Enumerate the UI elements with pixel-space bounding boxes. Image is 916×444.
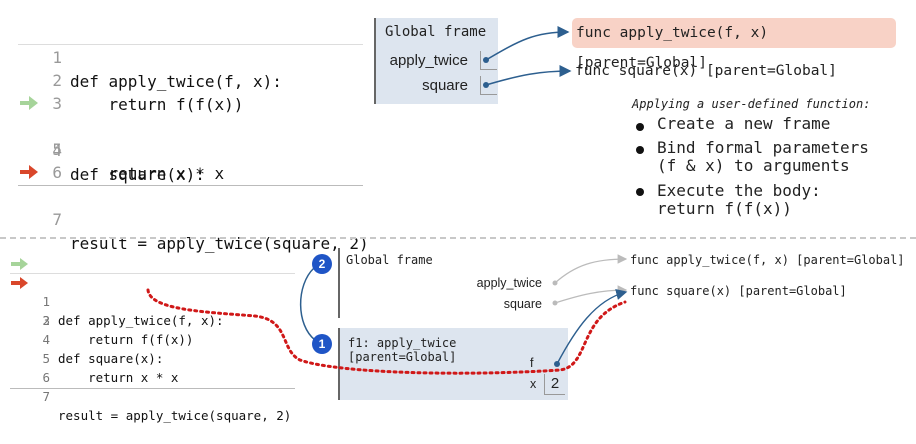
code-line: 1 def apply_twice(f, x): <box>18 22 363 91</box>
func-object-apply-twice: func apply_twice(f, x) [parent=Global] <box>572 18 896 71</box>
code-line: 4 def square(x): <box>10 311 295 366</box>
code-divider <box>10 273 295 274</box>
bullet-text: Execute the body: <box>657 181 821 200</box>
line-number: 4 <box>42 332 50 347</box>
bullet-text: Create a new frame <box>657 114 831 133</box>
bottom-global-frame-title: Global frame <box>346 253 433 267</box>
line-number: 6 <box>42 370 50 385</box>
line-number: 7 <box>52 210 62 229</box>
func-object-apply-twice: func apply_twice(f, x) [parent=Global] <box>630 253 905 267</box>
pointer-apply-twice <box>483 26 570 63</box>
code-line: 5 return x * x <box>18 114 363 183</box>
next-line-arrow-icon <box>20 165 38 179</box>
line-number: 5 <box>52 140 62 159</box>
code-text: return f(f(x)) <box>58 332 194 347</box>
bullet-dot <box>636 123 644 131</box>
frame-var-apply-twice: apply_twice <box>476 276 542 290</box>
bullet-dot <box>636 188 644 196</box>
code-line: 3 <box>10 292 295 328</box>
func-object-square: func square(x) [parent=Global] <box>575 63 837 79</box>
code-text: def apply_twice(f, x): <box>58 313 224 328</box>
code-text: return x * x <box>70 164 225 183</box>
frame-var-apply-twice: apply_twice <box>389 52 468 69</box>
code-line: 3 <box>18 68 363 113</box>
line-number: 2 <box>42 313 50 328</box>
line-number: 5 <box>42 351 50 366</box>
code-line: 4 def square(x): <box>18 91 363 184</box>
pointer-square <box>483 65 572 88</box>
pointer-global-square <box>552 285 628 306</box>
code-line: 2 return f(f(x)) <box>10 273 295 347</box>
line-number: 6 <box>52 163 62 182</box>
step-badge-1: 1 <box>312 334 332 354</box>
line-number: 3 <box>52 94 62 113</box>
code-text: return x * x <box>58 370 179 385</box>
code-line: 5 return x * x <box>10 330 295 385</box>
line-number: 1 <box>42 294 50 309</box>
previous-line-arrow-icon <box>11 258 28 270</box>
frame-var-square: square <box>503 297 542 311</box>
step-badge-2: 2 <box>312 254 332 274</box>
code-line: 6 <box>18 137 363 182</box>
frame-var-x: x <box>530 377 537 391</box>
code-divider <box>18 44 363 45</box>
func-object-square: func square(x) [parent=Global] <box>630 284 847 298</box>
code-line: 6 <box>10 349 295 385</box>
code-text: return f(f(x)) <box>70 95 244 114</box>
bullet-dot <box>636 146 644 154</box>
pointer-f <box>554 289 628 367</box>
line-number: 3 <box>42 313 50 328</box>
pointer-slot <box>480 76 497 95</box>
bullet-text: Bind formal parameters <box>657 138 869 157</box>
f1-frame-title: f1: apply_twice [parent=Global] <box>348 336 457 364</box>
next-line-arrow-icon <box>11 277 28 289</box>
code-text: def square(x): <box>70 165 205 184</box>
previous-line-arrow-icon <box>20 96 38 110</box>
top-global-frame: Global frame apply_twice square <box>374 18 498 104</box>
code-text: def apply_twice(f, x): <box>70 72 282 91</box>
bottom-global-frame-border <box>338 248 340 318</box>
badge-connector <box>299 267 316 341</box>
evaluation-path <box>146 288 627 375</box>
frame-title: Global frame <box>385 24 487 40</box>
frame-var-f: f <box>530 356 534 370</box>
bullet-text: (f & x) to arguments <box>657 156 850 175</box>
panel-divider <box>0 237 916 239</box>
line-number: 7 <box>42 389 50 404</box>
pointer-overlay <box>146 26 628 375</box>
pointer-global-apply-twice <box>552 254 628 286</box>
pointer-slot <box>480 51 497 70</box>
x-value: 2 <box>544 374 565 395</box>
line-number: 1 <box>52 48 62 67</box>
frame-var-square: square <box>422 77 468 94</box>
line-number: 4 <box>52 141 62 160</box>
code-line: 2 return f(f(x)) <box>18 45 363 114</box>
bullet-text: return f(f(x)) <box>657 199 792 218</box>
code-text: def square(x): <box>58 351 164 366</box>
code-line: 1 def apply_twice(f, x): <box>10 254 295 328</box>
line-number: 2 <box>52 71 62 90</box>
note-heading: Applying a user-defined function: <box>632 97 871 111</box>
f1-frame: f1: apply_twice [parent=Global] f x 2 <box>338 328 568 400</box>
